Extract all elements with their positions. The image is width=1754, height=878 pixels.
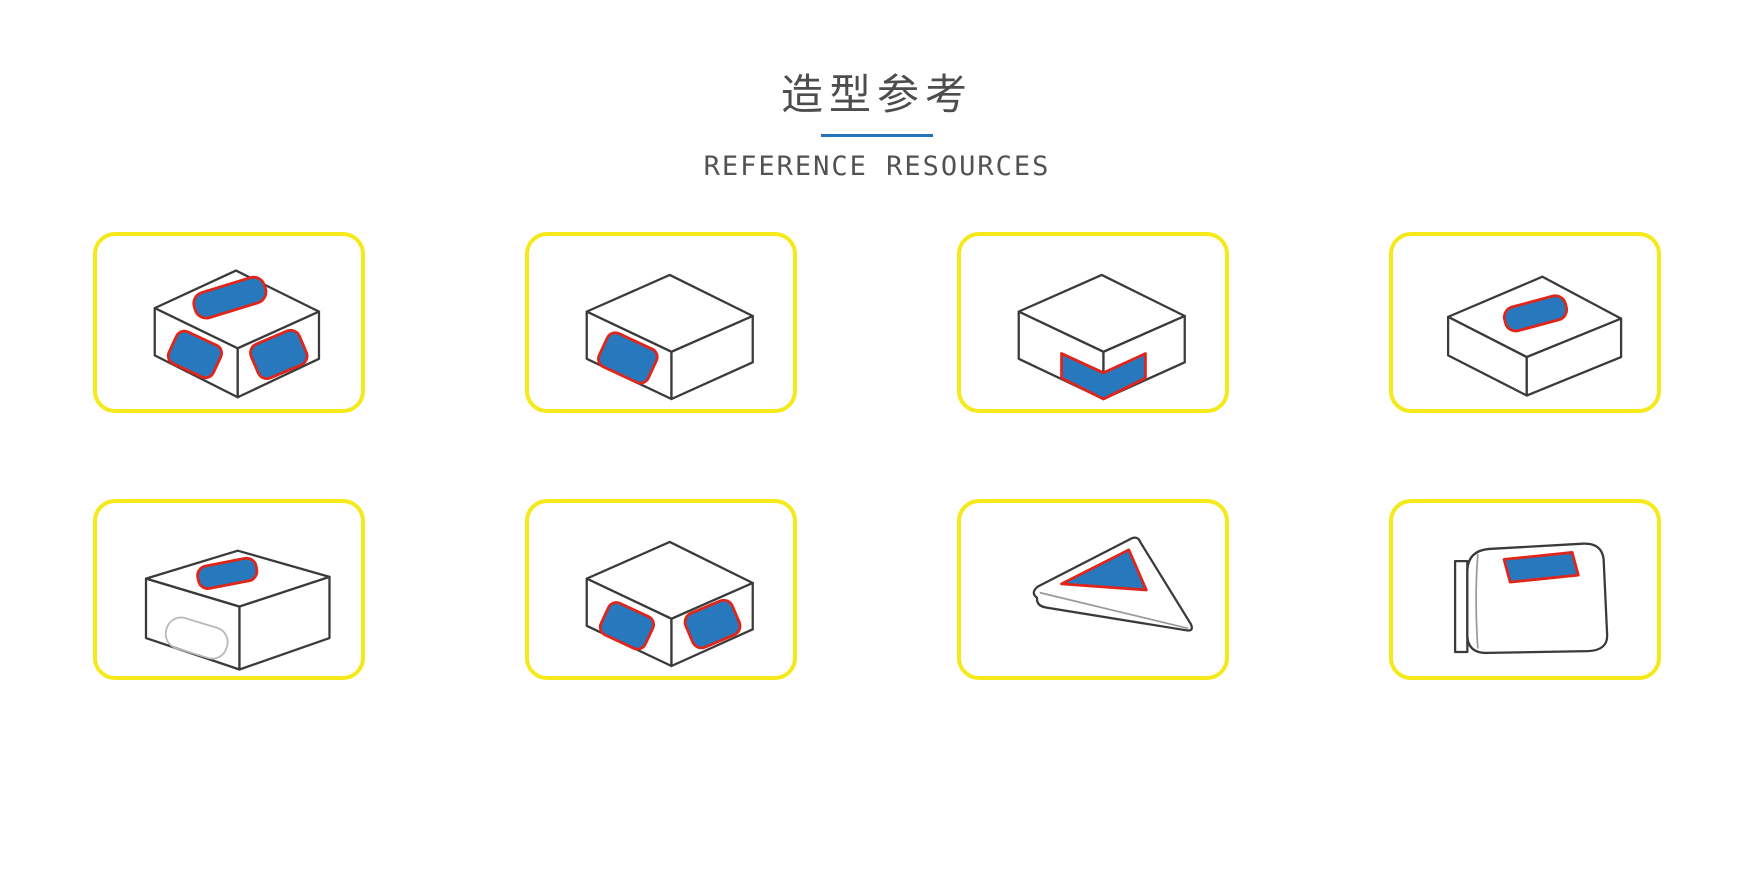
wedge-slice-triangle-window-icon [1032,536,1193,632]
box-single-front-window-icon [585,273,754,400]
title-divider [821,134,933,138]
page-header: 造型参考 REFERENCE RESOURCES [0,0,1754,182]
box-top-and-two-front-windows-icon [153,269,321,399]
box-chevron-front-window-icon [1017,273,1186,401]
box-top-window-icon [1446,275,1623,397]
reference-card-5 [93,499,365,681]
reference-card-3 [957,232,1229,414]
reference-card-4 [1389,232,1661,414]
box-top-window-faint-front-diecut-icon [144,549,331,671]
page-title: 造型参考 [780,70,973,119]
reference-card-2 [525,232,797,414]
page-subtitle: REFERENCE RESOURCES [703,151,1051,183]
reference-card-6 [525,499,797,681]
box-two-front-windows-icon [585,540,754,667]
reference-card-1 [93,232,365,414]
reference-grid [93,232,1661,681]
reference-card-7 [957,499,1229,681]
pouch-pack-top-window-icon [1453,542,1609,654]
reference-card-8 [1389,499,1661,681]
